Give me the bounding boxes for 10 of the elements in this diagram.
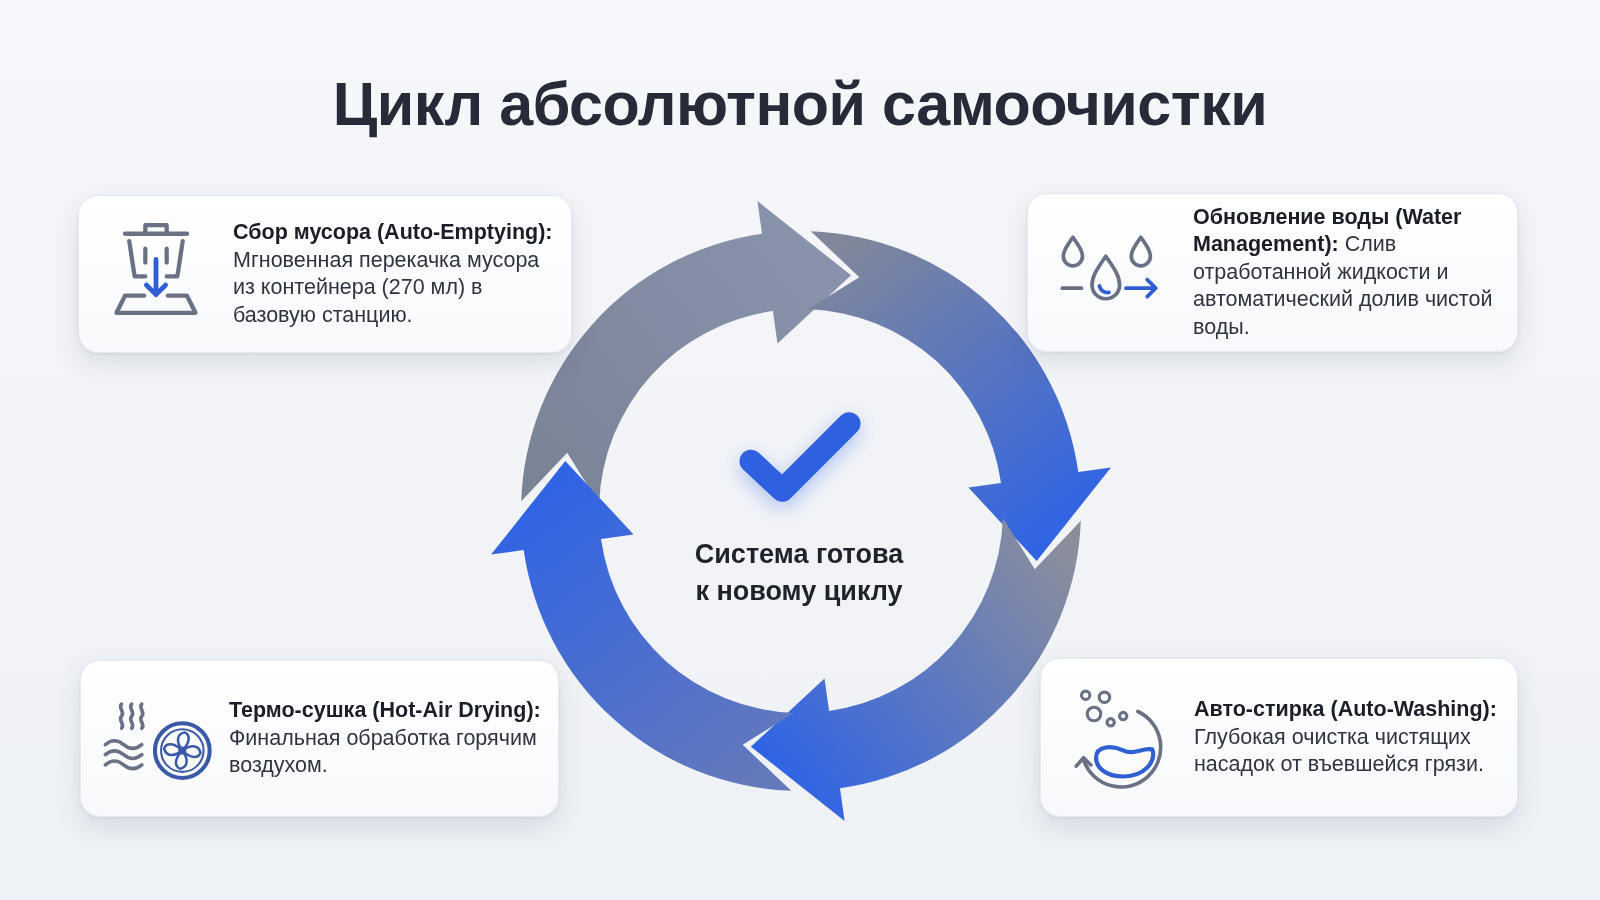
step-description: Авто-стирка (Auto-Washing): Глубокая очистка чистящих насадок от въевшейся грязи.	[1194, 696, 1498, 779]
step-card	[78, 195, 572, 353]
step-description: Сбор мусора (Auto-Emptying): Мгновенная перекачка мусора из контейнера (270 мл) в базовую станцию.	[233, 219, 554, 329]
step-card	[1027, 193, 1518, 352]
step-description: Обновление воды (Water Management): Слив отработанной жидкости и автоматический долив чистой воды.	[1193, 203, 1494, 341]
title: Цикл абсолютной самоочистки	[332, 69, 1268, 140]
step-description: Термо-сушка (Hot-Air Drying): Финальная обработка горячим воздухом.	[229, 697, 542, 780]
status-text: Система готова к новому циклу	[693, 538, 905, 608]
step-card	[80, 660, 559, 817]
step-card	[1040, 658, 1518, 817]
